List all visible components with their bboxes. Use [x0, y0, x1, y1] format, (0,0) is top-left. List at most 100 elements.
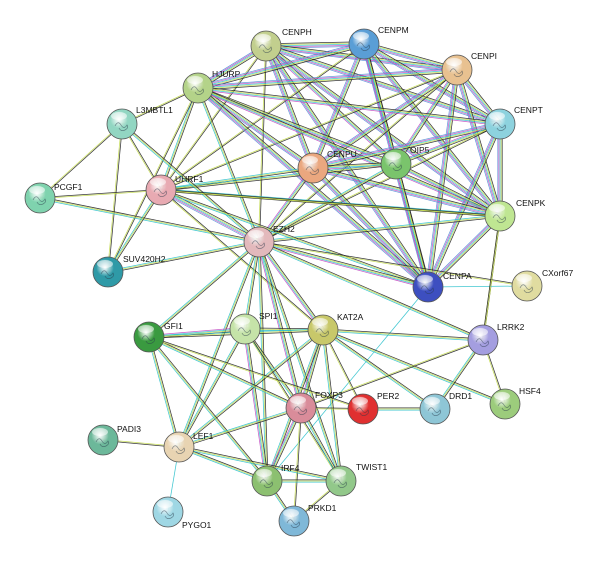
edge-line	[160, 45, 266, 190]
edge-line	[246, 328, 270, 481]
edge-line	[161, 46, 267, 191]
edge-line	[364, 43, 502, 216]
node-label: CENPT	[514, 105, 543, 115]
node-suv420h2[interactable]: SUV420H2	[92, 254, 166, 288]
protein-structure-icon	[251, 240, 266, 250]
node-highlight	[472, 328, 488, 336]
edge-line	[178, 328, 246, 448]
node-cenpi[interactable]: CENPI	[441, 51, 497, 86]
node-highlight	[385, 152, 401, 160]
edge-line	[314, 166, 430, 286]
node-twist1[interactable]: TWIST1	[325, 462, 387, 497]
edge-line	[265, 45, 501, 125]
node-per2[interactable]: PER2	[347, 391, 399, 425]
edge-line	[293, 407, 301, 521]
node-prkd1[interactable]: PRKD1	[278, 503, 337, 537]
edge-gfi1-lef1	[147, 336, 181, 448]
edge-cenph-uhrf1	[160, 45, 267, 191]
node-label: OIP5	[410, 145, 430, 155]
edge-line	[197, 42, 364, 88]
edge-line	[322, 329, 436, 410]
node-cxorf67[interactable]: CXorf67	[511, 268, 573, 302]
protein-structure-icon	[492, 122, 507, 132]
node-ezh2[interactable]: EZH2	[243, 224, 295, 258]
edge-line	[197, 88, 500, 125]
edge-line	[148, 337, 301, 410]
edge-line	[323, 329, 343, 481]
edge-line	[161, 188, 260, 242]
edge-lrrk2-cenpk	[482, 215, 501, 341]
edge-line	[149, 336, 269, 481]
edge-line	[160, 189, 260, 243]
node-gfi1[interactable]: GFI1	[133, 321, 183, 353]
edge-line	[258, 242, 323, 331]
node-cenpu[interactable]: CENPU	[297, 149, 357, 184]
edge-line	[322, 329, 342, 482]
edge-line	[311, 168, 428, 289]
protein-structure-icon	[95, 438, 110, 448]
edge-ezh2-gfi1	[148, 240, 260, 339]
edge-line	[178, 447, 341, 483]
node-label: TWIST1	[356, 462, 387, 472]
edge-gfi1-irf4	[147, 336, 269, 482]
node-spi1[interactable]: SPI1	[229, 311, 278, 345]
node-cenpt[interactable]: CENPT	[484, 105, 543, 140]
edge-line	[365, 42, 503, 215]
node-padi3[interactable]: PADI3	[87, 424, 141, 456]
protein-structure-icon	[355, 407, 370, 417]
node-lrrk2[interactable]: LRRK2	[467, 322, 525, 356]
edge-line	[40, 196, 260, 242]
edge-line	[178, 407, 302, 448]
node-cenph[interactable]: CENPH	[250, 27, 312, 62]
edge-ezh2-lrrk2	[258, 240, 484, 342]
node-oip5[interactable]: OIP5	[380, 145, 430, 180]
edge-line	[160, 69, 457, 190]
node-label: HJURP	[212, 69, 241, 79]
edge-line	[160, 162, 396, 190]
edge-line	[265, 41, 364, 45]
node-highlight	[111, 112, 127, 120]
edge-line	[148, 336, 268, 482]
edge-line	[258, 241, 342, 482]
node-foxp3[interactable]: FOXP3	[285, 390, 343, 424]
node-drd1[interactable]: DRD1	[419, 391, 472, 425]
edge-line	[149, 335, 302, 408]
node-cenpk[interactable]: CENPK	[484, 198, 546, 232]
edge-line	[364, 41, 502, 123]
edge-line	[428, 216, 502, 289]
edge-line	[106, 189, 161, 272]
node-pygo1[interactable]: PYGO1	[152, 496, 212, 530]
edge-line	[197, 88, 500, 217]
protein-structure-icon	[305, 166, 320, 176]
node-pcgf1[interactable]: PCGF1	[24, 182, 83, 214]
node-lef1[interactable]: LEF1	[163, 431, 214, 463]
node-irf4[interactable]: IRF4	[251, 463, 300, 497]
edge-line	[362, 45, 500, 127]
protein-structure-icon	[259, 479, 274, 489]
edge-line	[198, 87, 501, 124]
edge-line	[426, 214, 500, 287]
edge-uhrf1-ezh2	[159, 187, 261, 245]
node-cenpm[interactable]: CENPM	[348, 25, 409, 60]
node-label: SUV420H2	[123, 254, 166, 264]
protein-structure-icon	[114, 122, 129, 132]
node-hsf4[interactable]: HSF4	[489, 386, 541, 420]
edge-line	[322, 330, 435, 411]
node-l3mbtl1[interactable]: L3MBTL1	[106, 105, 173, 140]
node-highlight	[97, 260, 113, 268]
edge-line	[456, 69, 501, 217]
edge-line	[177, 241, 259, 447]
edge-line	[178, 446, 342, 482]
node-hjurp[interactable]: HJURP	[182, 69, 241, 104]
edge-line	[311, 67, 456, 167]
edge-line	[455, 70, 500, 217]
edge-line	[107, 241, 260, 273]
edge-line	[312, 68, 457, 168]
node-kat2a[interactable]: KAT2A	[307, 312, 364, 346]
edge-line	[148, 336, 302, 409]
node-uhrf1[interactable]: UHRF1	[145, 174, 204, 206]
protein-structure-icon	[475, 338, 490, 348]
node-cenpa[interactable]: CENPA	[412, 271, 472, 303]
edge-line	[396, 124, 501, 165]
